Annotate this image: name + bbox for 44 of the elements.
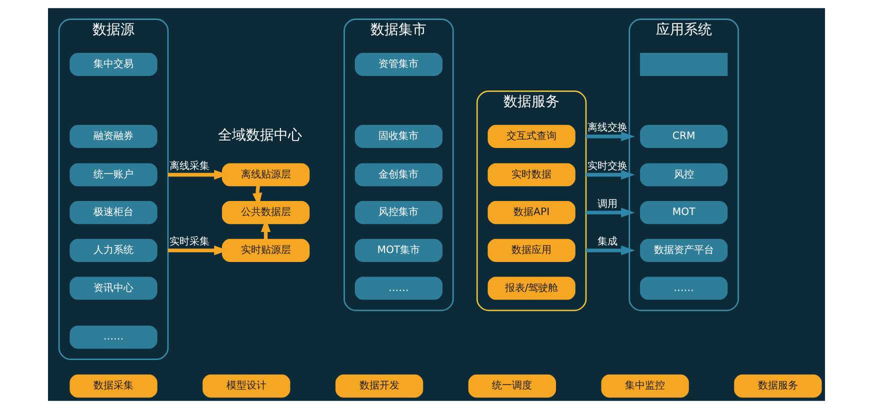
node-box: 离线贴源层 — [221, 163, 310, 186]
node-box: 实时数据 — [487, 163, 575, 186]
node-box: 人力系统 — [69, 238, 157, 262]
node-box: 数据资产平台 — [639, 238, 728, 262]
node-box: MOT集市 — [354, 238, 442, 262]
arrow — [586, 132, 634, 142]
edge-label: 实时采集 — [169, 236, 210, 248]
node-box: …… — [69, 326, 157, 349]
node-box: 固收集市 — [354, 124, 442, 148]
node-box — [639, 52, 728, 76]
node-box: MOT — [639, 201, 728, 224]
node-box: 数据开发 — [334, 374, 423, 398]
node-box: 实时贴源层 — [221, 238, 310, 262]
node-box: 统一账户 — [69, 163, 157, 186]
node-box: 集中监控 — [600, 374, 688, 398]
arrow — [586, 208, 634, 218]
node-box: 资管集市 — [354, 52, 442, 76]
node-box: 资讯中心 — [69, 276, 157, 300]
node-box: 报表/驾驶舱 — [487, 276, 575, 300]
node-box: 交互式查询 — [487, 124, 575, 148]
edge-label: 离线交换 — [587, 122, 628, 134]
node-box: 集中交易 — [69, 52, 157, 76]
node-box: 数据采集 — [69, 374, 157, 398]
node-box: 风控 — [639, 163, 728, 186]
edge-label: 离线采集 — [169, 161, 210, 172]
node-box: 数据服务 — [734, 374, 822, 398]
node-box: 模型设计 — [202, 374, 290, 398]
label: 全域数据中心 — [218, 128, 302, 144]
node-box: 风控集市 — [354, 201, 442, 224]
arrow — [586, 246, 634, 256]
edge-label: 集成 — [597, 236, 618, 248]
node-box: …… — [354, 276, 442, 300]
node-box: 融资融券 — [69, 124, 157, 148]
node-box: …… — [639, 276, 728, 300]
arrow — [586, 170, 634, 180]
edge-label: 调用 — [597, 198, 618, 210]
node-box: 极速柜台 — [69, 201, 157, 224]
node-box: 统一调度 — [468, 374, 556, 398]
edge-label: 实时交换 — [587, 161, 628, 172]
node-box: CRM — [639, 124, 728, 148]
node-box: 金创集市 — [354, 163, 442, 186]
node-box: 数据API — [487, 201, 575, 224]
node-box: 数据应用 — [487, 238, 575, 262]
node-box: 公共数据层 — [221, 201, 310, 224]
